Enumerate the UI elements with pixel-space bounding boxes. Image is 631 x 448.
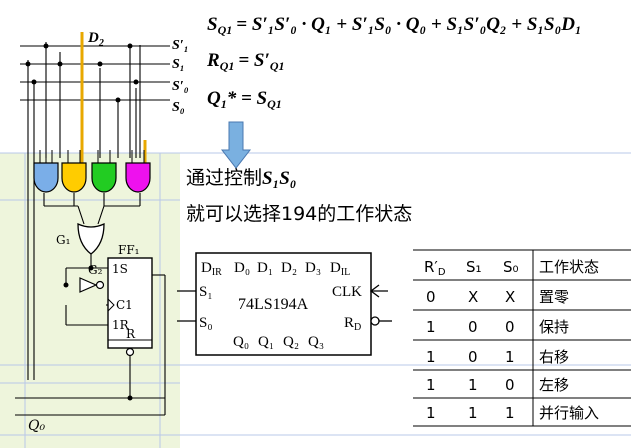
table-header-1: S₁ [466,258,482,276]
table-cell-r1-c0: 1 [426,318,436,336]
table-header-sub: D [438,267,446,278]
function-table: R′D S₁ S₀ 工作状态 0 X X 置零 1 0 0 保持 1 0 1 右移 1 1 0 左移 1 1 1 并行输入 [413,249,631,427]
table-header-0: R′D [424,258,446,278]
chip-pin-s1: S₁ [199,284,213,300]
reset-bubble [125,347,135,357]
and-gates [33,162,151,193]
s0-label: S₀ [172,100,185,115]
s1-prime-label: S′₁ [172,38,189,53]
chip-pin-d3: D₃ [305,260,321,276]
pin-c1-label: C1 [116,298,133,312]
table-cell-r1-c2: 0 [505,318,515,336]
table-header-3: 工作状态 [539,258,599,276]
ff1-label: FF₁ [118,243,139,257]
table-cell-r2-c0: 1 [426,348,436,366]
s1-label: S₁ [172,57,185,72]
s0-prime-label: S′₀ [172,79,189,94]
table-cell-r3-c1: 1 [468,376,478,394]
control-text: 通过控制S₁S₀ [186,167,296,189]
equations: SQ1= S′₁S′₀ · Q₁ + S′₁S₀ · Q₀ + S₁S′₀Q₂ … [206,14,582,111]
table-cell-r1-c1: 0 [468,318,478,336]
chip-pin-rd: RD [344,315,361,333]
and-gate-magenta [125,162,151,193]
table-cell-r4-c0: 1 [426,404,436,422]
select-text: 就可以选择194的工作状态 [186,203,412,225]
junction-dots [25,43,139,401]
pin-r-label: R [126,327,136,341]
and-gate-blue [33,162,59,193]
chip-pin-s0: S₀ [199,315,213,331]
table-cell-r1-c3: 保持 [539,318,569,336]
table-header-2: S₀ [503,258,519,276]
table-cell-r4-c2: 1 [505,404,515,422]
table-cell-r2-c2: 1 [505,348,515,366]
sq1-equation: SQ1= S′₁S′₀ · Q₁ + S′₁S₀ · Q₀ + S₁S′₀Q₂ … [207,14,582,37]
q1-next-equation: Q1* = SQ1 [207,88,282,111]
and-gate-green [91,162,117,193]
chip-pin-q1: Q₁ [258,334,274,350]
chip-74ls194a: DIR D₀ D₁ D₂ D₃ DIL S₁ S₀ 74LS194A CLK R… [177,252,392,356]
q0-label: Q₀ [28,418,45,434]
rd-bubble [370,316,380,326]
rq1-equation: RQ1= S′Q1 [206,50,285,73]
g1-label: G₁ [56,233,70,247]
or-gate-g1 [77,222,105,255]
table-cell-r2-c1: 0 [468,348,478,366]
table-cell-r3-c2: 0 [505,376,515,394]
slide-gridlines [0,152,631,448]
clk-arrow-icon [369,284,380,298]
chip-pin-clk: CLK [332,284,362,300]
table-cell-r0-c0: 0 [426,288,436,306]
chip-body [195,252,372,356]
table-cell-r3-c3: 左移 [539,376,569,394]
down-arrow-icon [220,121,252,169]
g2-label: G₂ [88,263,103,277]
table-cell-r0-c1: X [468,288,478,306]
table-cell-r2-c3: 右移 [539,348,569,366]
pin-1s-label: 1S [112,262,128,276]
chip-pin-q3: Q₃ [308,334,324,350]
inverter-g2 [79,277,98,293]
chip-pin-d0: D₀ [234,260,250,276]
table-cell-r0-c3: 置零 [539,288,569,306]
flip-flop-ff1 [107,257,153,349]
pin-1r-label: 1R [112,318,130,332]
chip-pin-d1: D₁ [257,260,273,276]
circuit-panel [0,153,180,448]
chip-name: 74LS194A [238,296,309,313]
inverter-bubble [95,280,105,290]
table-header-main: R′ [424,258,438,276]
chip-pin-dir: DIR [201,260,222,278]
table-cell-r3-c0: 1 [426,376,436,394]
chip-pin-dil: DIL [330,260,350,278]
and-gate-yellow [61,162,87,193]
table-cell-r4-c3: 并行输入 [539,404,599,422]
chip-pin-d2: D₂ [281,260,297,276]
clock-triangle [107,298,115,312]
chip-pin-q2: Q₂ [283,334,299,350]
chip-pin-q0: Q₀ [233,334,249,350]
d2-label: D2 [87,30,104,49]
table-cell-r4-c1: 1 [468,404,478,422]
circuit-wiring [15,42,170,416]
table-cell-r0-c2: X [505,288,515,306]
